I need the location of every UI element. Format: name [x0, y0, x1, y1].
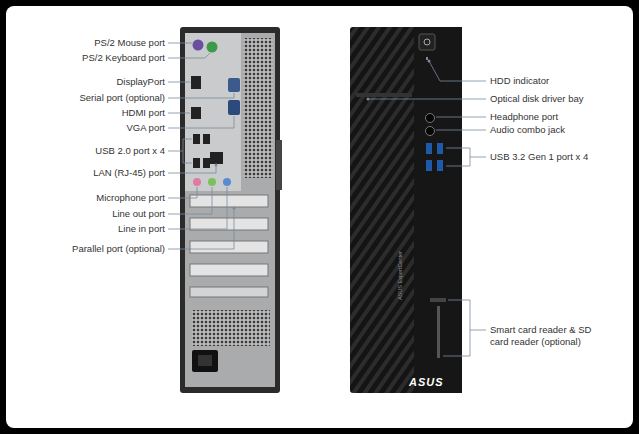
port-label: Line in port	[118, 223, 165, 235]
port-label: Line out port	[112, 208, 165, 220]
brand-logo: ASUS	[409, 376, 444, 388]
port-label: Headphone port	[490, 111, 558, 123]
port-label: LAN (RJ-45) port	[93, 167, 165, 179]
port-label: HDMI port	[122, 107, 165, 119]
port-label: PS/2 Mouse port	[94, 37, 165, 49]
port-label: Audio combo jack	[490, 124, 565, 136]
front-chassis	[350, 27, 462, 393]
leader-lines	[168, 43, 486, 356]
port-label: HDD indicator	[490, 75, 549, 87]
port-label: VGA port	[126, 122, 165, 134]
model-text: ASUS ExpertCenter	[397, 251, 404, 300]
port-label: USB 2.0 port x 4	[95, 145, 165, 157]
port-label: DisplayPort	[116, 76, 165, 88]
port-label: PS/2 Keyboard port	[82, 52, 165, 64]
background-panel	[6, 6, 633, 428]
port-label: Optical disk driver bay	[490, 93, 583, 105]
port-label: Microphone port	[96, 192, 165, 204]
rear-chassis	[180, 27, 282, 393]
port-label: USB 3.2 Gen 1 port x 4	[490, 151, 588, 163]
port-label: Parallel port (optional)	[72, 243, 165, 255]
leader-dots	[215, 60, 431, 210]
port-label: Smart card reader & SD card reader (opti…	[490, 324, 612, 348]
port-label: Serial port (optional)	[79, 92, 165, 104]
